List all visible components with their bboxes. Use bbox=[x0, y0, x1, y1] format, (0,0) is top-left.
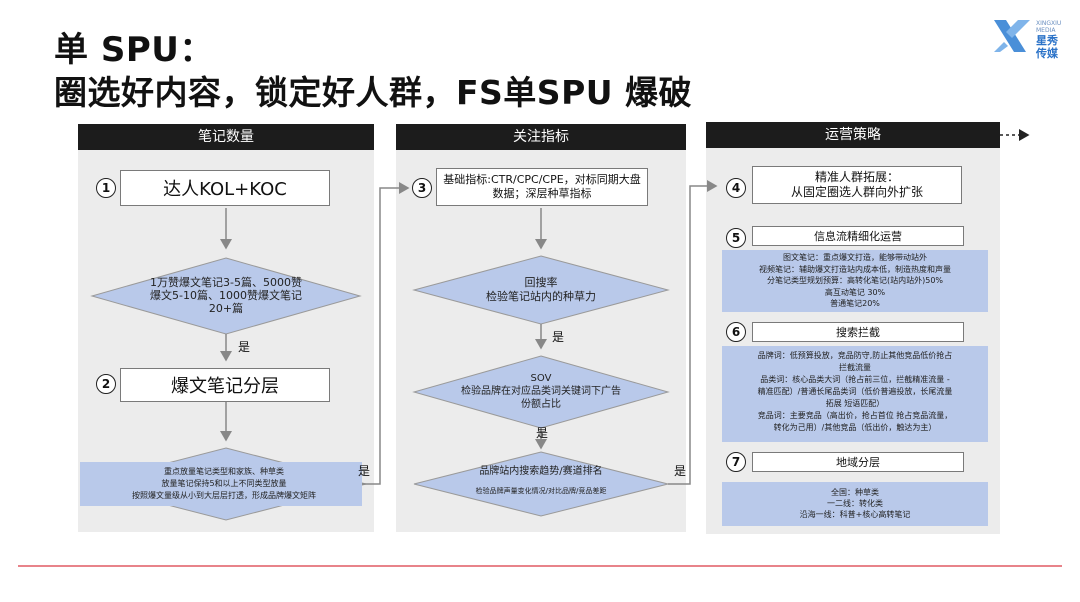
yes-label-4: 是 bbox=[536, 426, 549, 440]
step-7-box: 地域分层 bbox=[752, 452, 964, 472]
column-notes-header: 笔记数量 bbox=[78, 124, 374, 150]
step-3-box: 基础指标:CTR/CPC/CPE，对标同期大盘数据；深层种草指标 bbox=[436, 168, 648, 206]
yes-label-5: 是 bbox=[674, 464, 687, 478]
layering-line-1: 重点放量笔记类型和家族、种草类 bbox=[164, 467, 284, 476]
logo-mark-icon bbox=[994, 20, 1030, 52]
step-3-badge: 3 bbox=[412, 178, 432, 198]
step-1-box: 达人KOL+KOC bbox=[120, 170, 330, 206]
column-metrics-header: 关注指标 bbox=[396, 124, 686, 150]
page-title-line1: 单 SPU： bbox=[54, 30, 214, 70]
logo-en-line1: XINGXIU bbox=[1036, 20, 1062, 27]
logo-cn-line1: 星秀 bbox=[1036, 34, 1058, 47]
diamond-sov-text: SOV 检验品牌在对应品类词关键词下广告份额占比 bbox=[461, 373, 621, 410]
step-6-line-5: 拓展 短语匹配） bbox=[825, 399, 885, 408]
step-7-line-3: 沿海一线：科普+核心高转笔记 bbox=[799, 510, 911, 519]
step-6-line-2: 拦截流量 bbox=[839, 363, 871, 372]
layering-line-3: 按照爆文量级从小到大层层打透，形成品牌爆文矩阵 bbox=[132, 491, 316, 500]
step-5-line-1: 图文笔记：重点爆文打造，能够带动站外 bbox=[783, 253, 927, 262]
step-4-badge: 4 bbox=[726, 178, 746, 198]
yes-label-2: 是 bbox=[358, 464, 371, 478]
step-5-badge: 5 bbox=[726, 228, 746, 248]
column-strategy-header: 运营策略 bbox=[706, 122, 1000, 148]
step-4-box: 精准人群拓展： 从固定圈选人群向外扩张 bbox=[752, 166, 962, 204]
diamond-search-back-rate-text: 回搜率 检验笔记站内的种草力 bbox=[486, 276, 596, 303]
diamond-note-layering-band bbox=[80, 462, 362, 506]
step-5-detail: 图文笔记：重点爆文打造，能够带动站外 视频笔记：辅助爆文打造站内成本低，制造热度… bbox=[722, 250, 988, 312]
logo-cn-line2: 传媒 bbox=[1036, 47, 1058, 60]
step-6-line-3: 品类词：核心品类大词（抢占前三位，拦截精准流量 - bbox=[760, 375, 950, 384]
step-7-line-2: 一二线：转化类 bbox=[827, 499, 883, 508]
diamond-search-trend bbox=[413, 451, 669, 517]
step-7-line-1: 全国：种草类 bbox=[831, 488, 879, 497]
yes-label-3: 是 bbox=[552, 330, 565, 344]
step-1-badge: 1 bbox=[96, 178, 116, 198]
diamond-search-trend-sub: 检验品牌声量变化情况/对比品牌/竞品差距 bbox=[475, 487, 607, 495]
step-5-box: 信息流精细化运营 bbox=[752, 226, 964, 246]
step-5-line-2: 视频笔记：辅助爆文打造站内成本低，制造热度和声量 bbox=[759, 264, 951, 274]
diamond-note-layering-text: 重点放量笔记类型和家族、种草类 放量笔记保持5和以上不同类型放量 按照爆文量级从… bbox=[86, 466, 362, 502]
step-6-box: 搜索拦截 bbox=[752, 322, 964, 342]
yes-label-1: 是 bbox=[238, 340, 251, 354]
step-6-line-7: 转化为己用）/其他竞品（低出价，触达为主） bbox=[773, 423, 937, 432]
layering-line-2: 放量笔记保持5和以上不同类型放量 bbox=[161, 479, 287, 488]
diamond-note-volume-text: 1万赞爆文笔记3-5篇、5000赞爆文5-10篇、1000赞爆文笔记20+篇 bbox=[150, 276, 302, 315]
step-7-detail: 全国：种草类 一二线：转化类 沿海一线：科普+核心高转笔记 bbox=[722, 482, 988, 526]
diamond-search-trend-title: 品牌站内搜索趋势/赛道排名 bbox=[479, 466, 603, 477]
step-2-box: 爆文笔记分层 bbox=[120, 368, 330, 402]
page-title-line2: 圈选好内容，锁定好人群，FS单SPU 爆破 bbox=[54, 73, 693, 112]
step-4-title: 精准人群拓展： bbox=[814, 170, 899, 184]
step-6-badge: 6 bbox=[726, 322, 746, 342]
step-5-line-4: 高互动笔记 30% bbox=[824, 287, 886, 297]
step-6-line-4: 精准匹配）/普通长尾品类词（低价普遍投放，长尾流量 bbox=[757, 387, 953, 396]
step-5-line-3: 分笔记类型规划预算：高转化笔记(站内站外)50% bbox=[766, 276, 944, 285]
step-6-line-1: 品牌词：低预算投放，竞品防守,防止其他竞品低价抢占 bbox=[757, 351, 953, 360]
brand-logo: XINGXIU MEDIA 星秀 传媒 bbox=[990, 14, 1070, 60]
step-2-badge: 2 bbox=[96, 374, 116, 394]
step-6-line-6: 竞品词：主要竞品（高出价，抢占首位 抢占竞品流量， bbox=[757, 411, 953, 420]
logo-en-line2: MEDIA bbox=[1036, 27, 1056, 34]
step-4-subtitle: 从固定圈选人群向外扩张 bbox=[790, 185, 923, 199]
step-7-badge: 7 bbox=[726, 452, 746, 472]
step-6-detail: 品牌词：低预算投放，竞品防守,防止其他竞品低价抢占 拦截流量 品类词：核心品类大… bbox=[722, 346, 988, 442]
step-5-line-5: 普通笔记20% bbox=[830, 299, 880, 308]
